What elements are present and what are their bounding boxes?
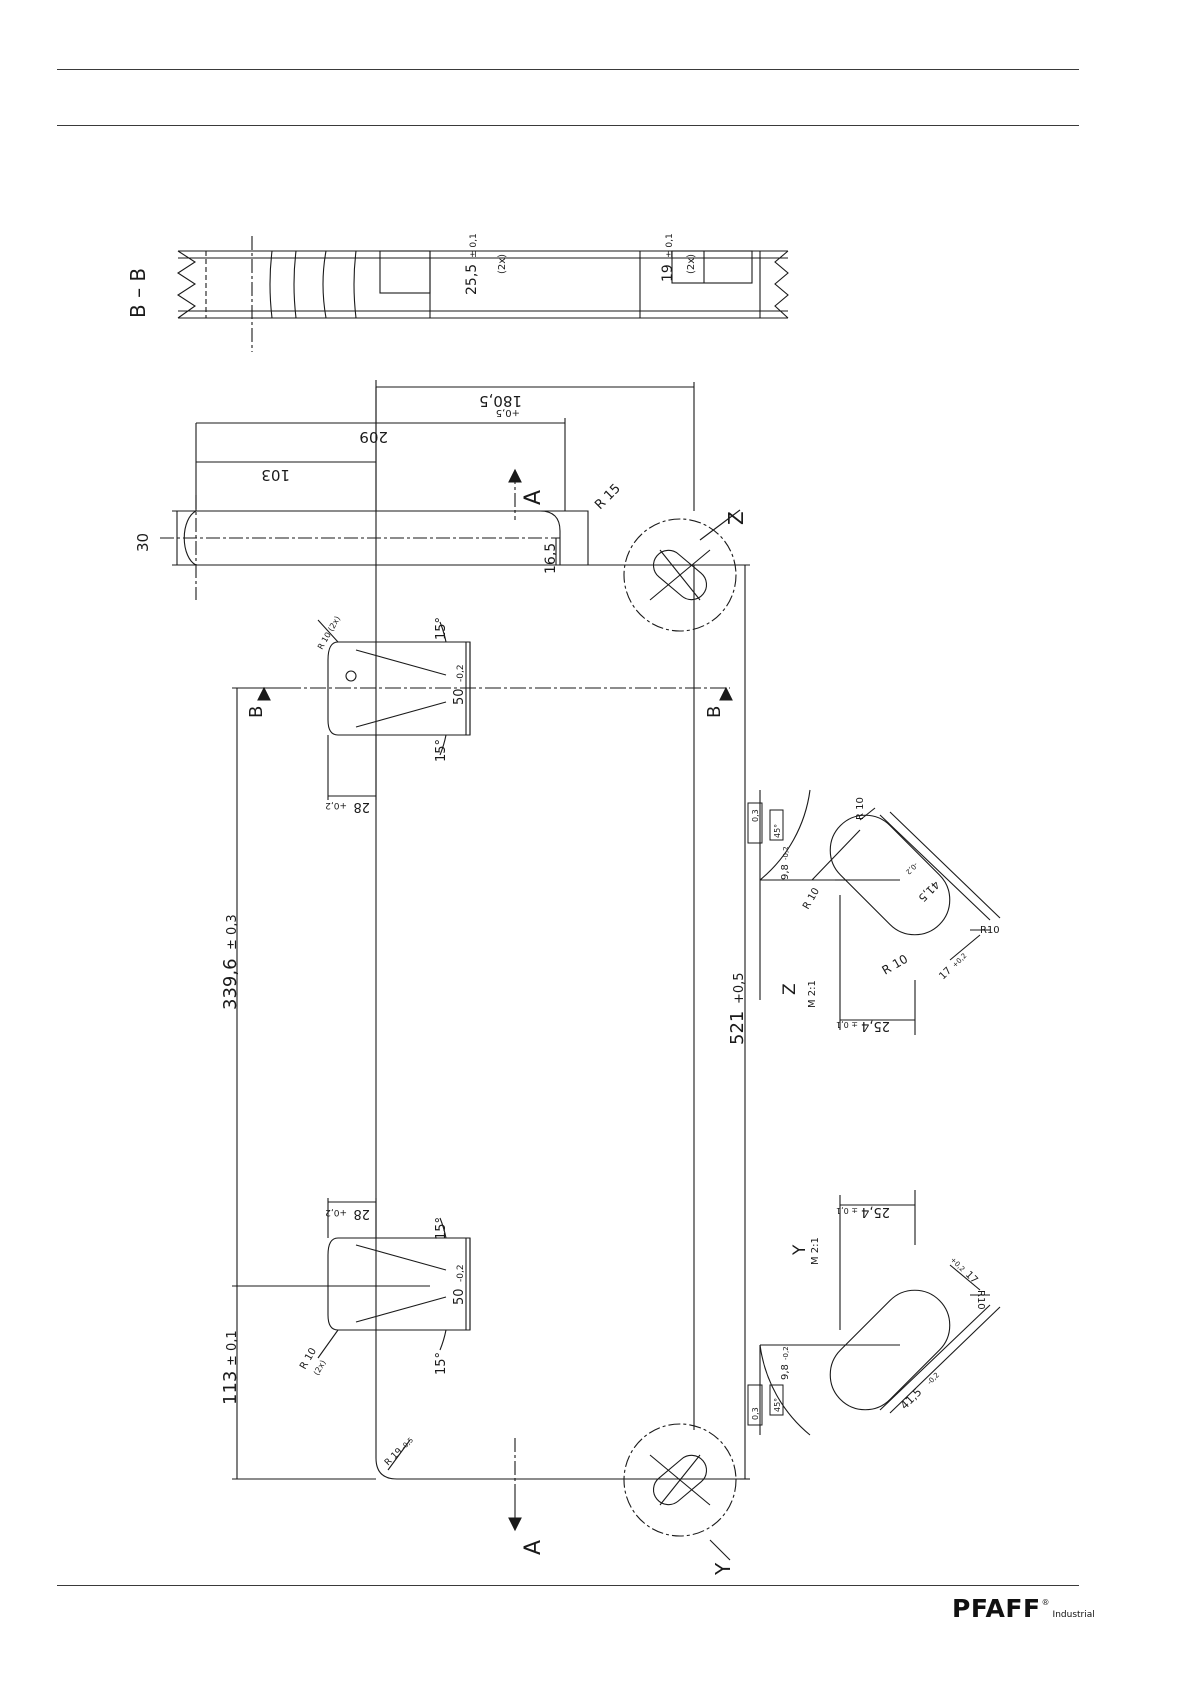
radius-10-top: R 10 (2x) xyxy=(316,615,342,651)
upper-pocket xyxy=(317,619,471,800)
section-b-b-view xyxy=(176,236,789,352)
marker-a-bottom: A xyxy=(521,1540,546,1555)
radius-19-tol: -0,5 xyxy=(400,1436,415,1451)
detail-z-17: 17 xyxy=(937,965,954,982)
detail-z-angle: 45° xyxy=(773,824,782,838)
detail-y-angle-tol: 0,3 xyxy=(751,1407,760,1420)
detail-y-labels: 0,3 45° 9,8 -0,2 R10 41,5 -0,2 17 +0,2 Y… xyxy=(747,1204,986,1426)
dim-19-tol: ± 0,1 xyxy=(665,233,675,258)
detail-z-9-8-tol: -0,2 xyxy=(782,846,790,860)
marker-y: Y xyxy=(711,1562,735,1576)
detail-y-title: Y xyxy=(790,1244,810,1256)
dim-50-top-tol: -0,2 xyxy=(456,664,466,682)
dim-25-5-count: (2x) xyxy=(497,254,508,274)
detail-y-25-4-tol: ± 0,1 xyxy=(836,1206,858,1215)
dim-28-bottom: 28 xyxy=(353,1206,370,1221)
angularity-frame-y xyxy=(747,1384,763,1426)
dim-16-5: 16,5 xyxy=(543,543,559,574)
detail-y-scale: M 2:1 xyxy=(810,1237,821,1265)
marker-z: Z xyxy=(724,511,748,525)
detail-z-41-5: 41,5 xyxy=(916,878,943,905)
detail-z-scale: M 2:1 xyxy=(807,980,818,1008)
angle-frame-z xyxy=(769,809,784,841)
detail-y-25-4: 25,4 xyxy=(861,1204,890,1219)
detail-y-r10: R10 xyxy=(975,1290,986,1310)
top-dimensions xyxy=(172,380,695,566)
header-top-rule xyxy=(57,69,1079,70)
dim-113: 113 xyxy=(220,1371,241,1405)
dim-30: 30 xyxy=(134,533,152,552)
detail-z-17-tol: +0,2 xyxy=(951,952,969,970)
radius-19: R 19 xyxy=(383,1446,405,1468)
angle-15-top-b: 15° xyxy=(434,739,449,762)
detail-z-25-4-tol: ± 0,1 xyxy=(836,1020,858,1029)
detail-y-9-8-tol: -0,2 xyxy=(782,1346,790,1360)
detail-z-25-4: 25,4 xyxy=(861,1018,890,1033)
marker-b-right: B xyxy=(704,706,725,718)
dim-521: 521 xyxy=(727,1011,748,1045)
dim-521-tol: +0,5 xyxy=(732,972,747,1004)
detail-z-r10-a: R 10 xyxy=(855,797,866,820)
pfaff-logo: PFAFF ® Industrial xyxy=(952,1594,1095,1623)
dim-50-top: 50 xyxy=(452,688,467,705)
detail-y-9-8: 9,8 xyxy=(780,1364,791,1380)
dim-339-6-tol: ± 0,3 xyxy=(225,914,240,950)
logo-brand: PFAFF xyxy=(952,1594,1041,1623)
marker-a-top: A xyxy=(521,490,546,505)
dim-113-tol: ± 0,1 xyxy=(225,1330,240,1366)
detail-z-r10-d: R10 xyxy=(980,925,1000,936)
angle-15-bottom-a: 15° xyxy=(434,1217,449,1240)
detail-z-41-5-tol: -0,2 xyxy=(904,861,919,876)
detail-y-angle: 45° xyxy=(773,1398,782,1412)
detail-z-view xyxy=(759,789,1001,1035)
section-b-b-label: B – B xyxy=(126,268,150,318)
detail-y-view xyxy=(759,1190,1001,1436)
detail-z-angle-tol: 0,3 xyxy=(751,809,760,822)
section-b-line xyxy=(257,686,733,701)
dim-28-bottom-tol: +0,2 xyxy=(325,1207,347,1217)
dim-25-5-tol: ± 0,1 xyxy=(469,233,479,258)
dim-19-count: (2x) xyxy=(686,254,697,274)
marker-b-left: B xyxy=(246,706,267,718)
dim-103: 103 xyxy=(261,466,290,484)
detail-z-r10-c: R 10 xyxy=(880,952,911,978)
angle-frame-y xyxy=(769,1384,784,1416)
radius-10-bottom-count: (2x) xyxy=(312,1359,328,1377)
dim-25-5: 25,5 xyxy=(464,264,480,295)
angle-15-bottom-b: 15° xyxy=(434,1352,449,1375)
corner-detail-z-circle xyxy=(623,509,741,632)
angle-15-top-a: 15° xyxy=(434,617,449,640)
radius-15: R 15 xyxy=(592,481,624,513)
long-slot xyxy=(160,495,589,600)
angularity-frame-z xyxy=(747,802,763,844)
detail-y-17: 17 xyxy=(963,1269,980,1286)
dim-180-5-tol: +0,5 xyxy=(496,407,520,418)
logo-subbrand: Industrial xyxy=(1052,1610,1095,1620)
detail-z-labels: 0,3 45° 9,8 -0,2 R 10 R 10 R 10 R10 41,5… xyxy=(747,797,1000,1033)
section-a-markers xyxy=(508,468,522,1532)
dim-19: 19 xyxy=(660,264,676,282)
left-dimensions xyxy=(232,564,750,1480)
dim-50-bottom-tol: -0,2 xyxy=(456,1264,466,1282)
dim-50-bottom: 50 xyxy=(452,1288,467,1305)
header-bottom-rule xyxy=(57,125,1079,126)
detail-z-r10-b: R 10 xyxy=(801,886,822,911)
footer-rule xyxy=(57,1585,1079,1586)
dim-339-6: 339,6 xyxy=(220,958,241,1010)
detail-z-9-8: 9,8 xyxy=(780,864,791,880)
logo-registered: ® xyxy=(1041,1598,1050,1607)
dim-28-top-tol: +0,2 xyxy=(325,800,347,810)
dim-180-5: 180,5 xyxy=(479,392,522,410)
corner-detail-y-circle xyxy=(623,1423,737,1561)
detail-z-title: Z xyxy=(780,983,800,995)
r19-leader xyxy=(387,1439,411,1471)
dim-209: 209 xyxy=(359,428,388,446)
detail-y-41-5-tol: -0,2 xyxy=(926,1371,941,1386)
dim-28-top: 28 xyxy=(353,799,370,814)
